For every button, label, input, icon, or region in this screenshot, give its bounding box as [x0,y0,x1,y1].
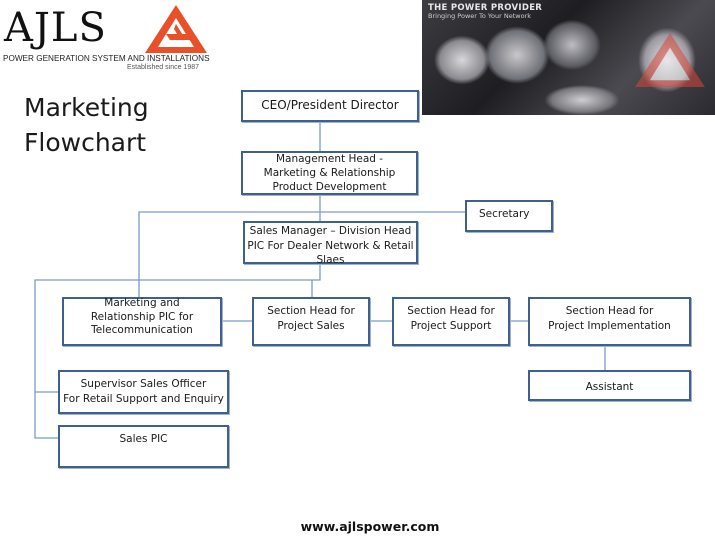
node-sales-pic-label: Sales PIC [119,433,168,445]
node-management-head: Management Head - Marketing & Relationsh… [241,151,418,195]
node-assistant-label: Assistant [585,381,634,393]
node-sales-manager-label: Sales Manager – Division Head PIC For De… [247,225,414,266]
node-ceo-label: CEO/President Director [261,98,399,112]
node-supervisor-sales-label: Supervisor Sales Officer For Retail Supp… [63,378,224,405]
node-project-sales-label: Section Head for Project Sales [267,305,355,332]
node-project-implementation: Section Head for Project Implementation [528,297,691,346]
logo-established: Established since 1987 [127,64,199,71]
node-secretary-label: Secretary [479,208,530,220]
hero-engine-image: THE POWER PROVIDER Bringing Power To You… [422,0,715,115]
hero-title: THE POWER PROVIDER [428,3,543,13]
footer-url[interactable]: www.ajlspower.com [300,519,440,534]
node-secretary: Secretary [465,200,553,232]
node-marketing-relationship-label: Marketing and Relationship PIC for Telec… [90,297,194,336]
node-assistant: Assistant [528,370,691,401]
hero-tagline: Bringing Power To Your Network [428,12,532,20]
page-title: Marketing Flowchart [24,93,149,157]
node-management-head-label: Management Head - Marketing & Relationsh… [263,153,396,193]
node-project-support-label: Section Head for Project Support [407,305,495,332]
node-project-implementation-label: Section Head for Project Implementation [548,305,671,332]
node-marketing-relationship: Marketing and Relationship PIC for Telec… [62,297,222,346]
company-logo: AJLS POWER GENERATION SYSTEM AND INSTALL… [0,0,215,75]
node-project-support: Section Head for Project Support [392,297,510,346]
node-sales-pic: Sales PIC [58,425,229,468]
connector-secretary-marketing [138,211,465,297]
logo-wordmark: AJLS [4,5,107,51]
logo-triangle-icon [145,5,207,53]
logo-tagline: POWER GENERATION SYSTEM AND INSTALLATION… [3,54,210,63]
connector-salesmanager-branch [34,264,321,439]
node-ceo: CEO/President Director [241,90,419,122]
node-project-sales: Section Head for Project Sales [252,297,370,346]
node-sales-manager: Sales Manager – Division Head PIC For De… [243,221,418,266]
node-supervisor-sales: Supervisor Sales Officer For Retail Supp… [58,370,229,414]
hero-logo-watermark-icon [635,33,705,87]
